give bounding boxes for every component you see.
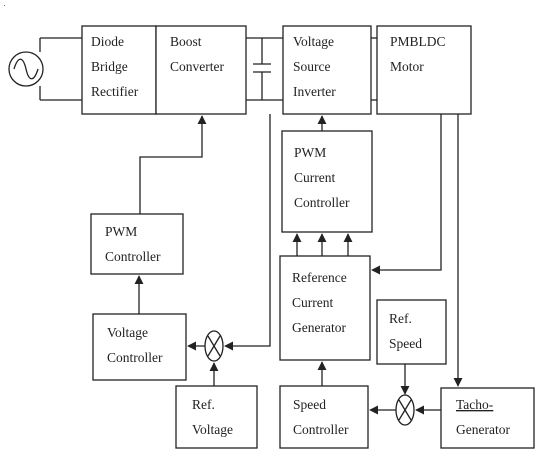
pwm-current-controller-label: PWM Current Controller bbox=[294, 145, 350, 210]
capacitor-icon bbox=[246, 37, 283, 101]
pmbldc-motor-block: PMBLDC Motor bbox=[376, 25, 472, 115]
tacho-generator-block: Tacho- Generator bbox=[440, 387, 535, 449]
corner-mark: · bbox=[3, 1, 6, 10]
boost-converter-label: Boost Converter bbox=[170, 34, 224, 74]
voltage-source-inverter-label: Voltage Source Inverter bbox=[293, 34, 337, 99]
ref-speed-label: Ref. Speed bbox=[389, 311, 422, 351]
rotor-position-feedback bbox=[371, 114, 442, 275]
ref-voltage-label: Ref. Voltage bbox=[192, 397, 233, 437]
summing-junction-icon bbox=[395, 394, 415, 426]
dc-link-voltage-feedback bbox=[224, 114, 271, 351]
boost-converter-block: Boost Converter bbox=[155, 25, 247, 115]
diode-bridge-rectifier-label: Diode Bridge Rectifier bbox=[91, 34, 139, 99]
speed-controller-label: Speed Controller bbox=[293, 397, 349, 437]
summing-junction-icon bbox=[204, 330, 224, 362]
voltage-controller-label: Voltage Controller bbox=[107, 325, 163, 365]
voltage-source-inverter-block: Voltage Source Inverter bbox=[282, 25, 372, 115]
pwm-to-boost-arrow bbox=[139, 115, 207, 214]
pwm-controller-label: PWM Controller bbox=[105, 224, 161, 264]
diode-bridge-rectifier-block: Diode Bridge Rectifier bbox=[81, 25, 157, 115]
voltage-controller-block: Voltage Controller bbox=[92, 313, 187, 381]
ac-source-icon bbox=[8, 37, 82, 101]
tacho-generator-label: Tacho- Generator bbox=[456, 397, 510, 437]
pmbldc-motor-label: PMBLDC Motor bbox=[390, 34, 449, 74]
ref-speed-block: Ref. Speed bbox=[376, 299, 447, 365]
reference-current-generator-label: Reference Current Generator bbox=[292, 270, 350, 335]
pwm-current-controller-block: PWM Current Controller bbox=[281, 130, 373, 233]
ref-voltage-block: Ref. Voltage bbox=[175, 385, 258, 449]
speed-controller-block: Speed Controller bbox=[279, 385, 369, 449]
pwm-controller-block: PWM Controller bbox=[90, 213, 184, 275]
reference-current-generator-block: Reference Current Generator bbox=[279, 255, 371, 361]
